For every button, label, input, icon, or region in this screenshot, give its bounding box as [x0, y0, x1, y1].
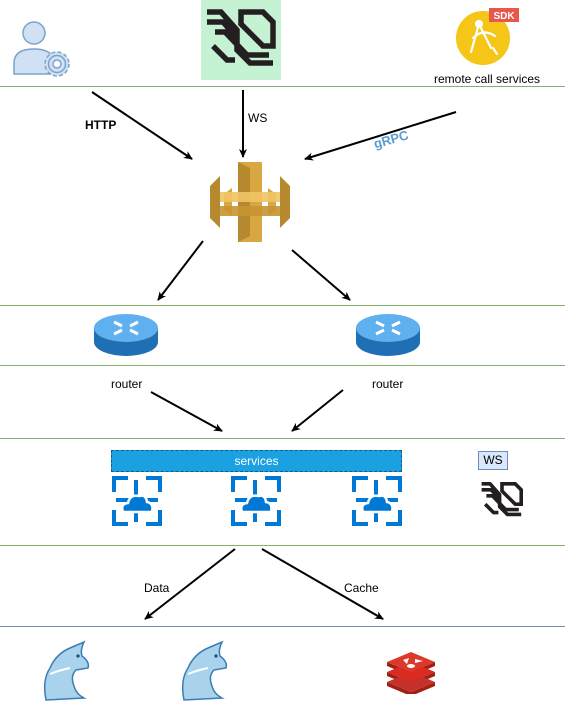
services-bar: services — [111, 450, 402, 472]
edge-label-data: Data — [144, 581, 170, 595]
separator-line — [0, 305, 565, 306]
separator-line — [0, 365, 565, 366]
websocket-icon — [481, 482, 523, 517]
separator-line — [0, 86, 565, 87]
remote-call-services-label: remote call services — [434, 72, 541, 86]
router-icon — [94, 314, 158, 356]
arrow-grpc — [304, 111, 457, 161]
router-left-label: router — [111, 377, 143, 391]
edge-label-ws: WS — [248, 111, 268, 125]
arrow-data — [144, 548, 236, 620]
cloud-service-icon — [112, 476, 162, 526]
mysql-dolphin-icon — [181, 640, 228, 701]
arrow-gateway-router-right — [291, 249, 351, 301]
arrow-http — [91, 91, 193, 160]
sdk-icon: SDK — [456, 8, 519, 65]
cloud-service-icon — [231, 476, 281, 526]
arrow-router-right-services — [291, 389, 344, 432]
user-settings-icon — [13, 21, 70, 77]
websocket-icon — [207, 9, 276, 66]
arrow-gateway-router-left — [157, 240, 204, 301]
edge-label-http: HTTP — [85, 118, 117, 132]
router-icon — [356, 314, 420, 356]
mysql-dolphin-icon — [43, 640, 90, 701]
redis-icon — [387, 652, 435, 694]
separator-line — [0, 438, 565, 439]
websocket-logo-box — [201, 0, 281, 80]
arrow-router-left-services — [150, 391, 223, 432]
separator-line — [0, 626, 565, 627]
cloud-service-icon — [352, 476, 402, 526]
arrow-cache — [261, 548, 384, 620]
ws-badge: WS — [478, 451, 508, 470]
sdk-badge-text: SDK — [493, 11, 515, 22]
api-gateway-icon — [210, 162, 290, 242]
router-right-label: router — [372, 377, 404, 391]
edge-label-cache: Cache — [344, 581, 379, 595]
separator-line — [0, 545, 565, 546]
